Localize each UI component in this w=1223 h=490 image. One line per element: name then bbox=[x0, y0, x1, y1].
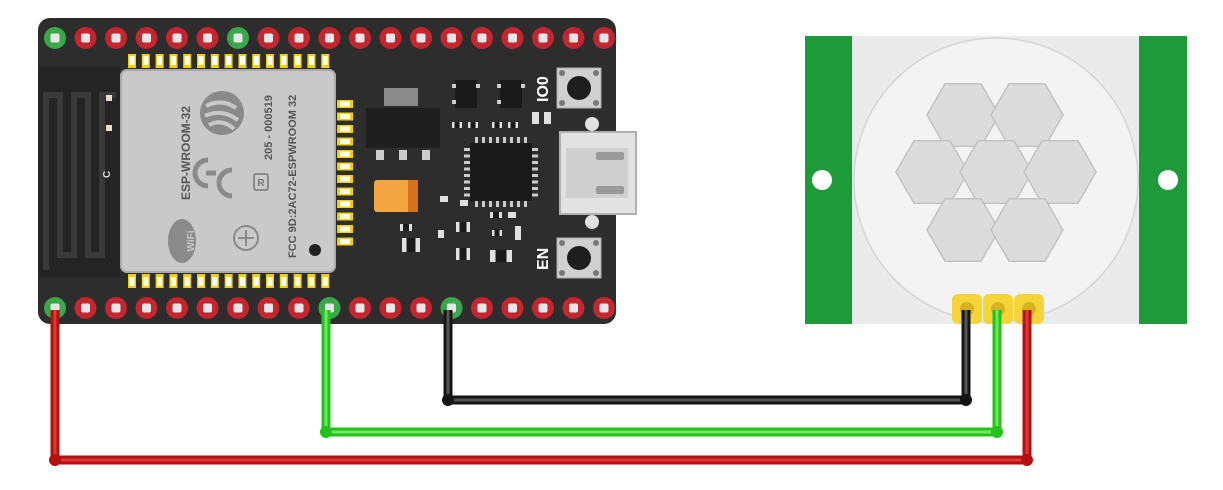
smd-part bbox=[508, 122, 518, 128]
wroom-module: R ESP-WROOM-32 205 - 000519 FCC 9D:2AC72… bbox=[120, 69, 336, 273]
wire-vcc-bend bbox=[49, 454, 61, 466]
header-pin[interactable] bbox=[410, 27, 432, 49]
antenna-trace: C bbox=[38, 66, 120, 278]
voltage-regulator bbox=[366, 88, 440, 160]
fresnel-segment bbox=[990, 198, 1064, 262]
header-pin[interactable] bbox=[318, 27, 341, 49]
smd-part bbox=[456, 222, 470, 232]
smd-part bbox=[402, 238, 420, 252]
header-pin[interactable] bbox=[257, 27, 280, 49]
smd-part bbox=[508, 212, 516, 218]
ce-mark-icon bbox=[192, 157, 233, 199]
header-pin[interactable] bbox=[349, 297, 371, 319]
smd-components bbox=[400, 112, 551, 262]
header-pin[interactable] bbox=[471, 27, 493, 49]
tantalum-capacitor bbox=[374, 180, 418, 212]
header-pin[interactable] bbox=[593, 297, 615, 319]
smd-part bbox=[438, 230, 444, 238]
fresnel-segment bbox=[1023, 140, 1097, 204]
wire-gnd-bend bbox=[960, 394, 972, 406]
header-pin[interactable] bbox=[227, 297, 249, 319]
header-pin[interactable] bbox=[105, 297, 127, 319]
smd-part bbox=[515, 226, 521, 240]
header-pin[interactable] bbox=[501, 297, 524, 319]
smd-part bbox=[452, 122, 462, 128]
compliance-logo-icon bbox=[233, 225, 259, 251]
transistors bbox=[452, 80, 525, 108]
header-pin[interactable] bbox=[532, 297, 554, 319]
top-header-pins bbox=[44, 27, 615, 49]
smd-part bbox=[460, 200, 468, 206]
header-pin[interactable] bbox=[288, 27, 310, 49]
wire-signal-bend bbox=[320, 426, 332, 438]
micro-usb-connector[interactable] bbox=[559, 117, 637, 229]
module-side-pads bbox=[337, 100, 353, 246]
espressif-logo-icon bbox=[200, 91, 244, 135]
smd-part bbox=[490, 212, 502, 218]
en-label: EN bbox=[535, 248, 552, 270]
en-button[interactable] bbox=[556, 237, 602, 279]
header-pin[interactable] bbox=[166, 27, 188, 49]
header-pin[interactable] bbox=[135, 27, 158, 49]
header-pin[interactable] bbox=[593, 27, 615, 49]
header-pin[interactable] bbox=[135, 297, 158, 319]
wire-signal[interactable] bbox=[321, 310, 1002, 437]
usb-uart-chip bbox=[464, 137, 538, 207]
io0-label: IO0 bbox=[535, 76, 552, 102]
smd-part bbox=[400, 224, 412, 231]
fcc-id-label: FCC 9D:2AC72-ESPWROOM 32 bbox=[287, 95, 299, 258]
header-pin[interactable] bbox=[257, 297, 280, 319]
smd-part bbox=[492, 122, 502, 128]
registered-mark: R bbox=[257, 178, 265, 189]
header-pin[interactable] bbox=[501, 27, 524, 49]
header-pin[interactable] bbox=[562, 27, 585, 49]
mounting-hole-left bbox=[812, 170, 832, 190]
header-pin[interactable] bbox=[196, 297, 219, 319]
smd-part bbox=[468, 122, 478, 128]
header-pin[interactable] bbox=[349, 27, 371, 49]
smd-part bbox=[544, 112, 551, 124]
header-pin[interactable] bbox=[440, 27, 463, 49]
header-pin[interactable] bbox=[471, 297, 493, 319]
fresnel-lens bbox=[895, 83, 1097, 262]
header-pin[interactable] bbox=[166, 297, 188, 319]
wire-signal-bend bbox=[991, 426, 1003, 438]
wire-vcc-bend bbox=[1021, 454, 1033, 466]
antenna-mark: C bbox=[102, 171, 113, 178]
module-pads bbox=[128, 54, 330, 288]
wire-gnd-bend bbox=[442, 394, 454, 406]
header-pin[interactable] bbox=[532, 27, 554, 49]
header-pin[interactable] bbox=[379, 297, 402, 319]
header-pin[interactable] bbox=[196, 27, 219, 49]
header-pin[interactable] bbox=[74, 297, 97, 319]
header-pin[interactable] bbox=[410, 297, 432, 319]
mounting-hole-right bbox=[1158, 170, 1178, 190]
header-pin-green[interactable] bbox=[44, 27, 66, 49]
module-id-label: 205 - 000519 bbox=[263, 95, 275, 160]
module-name-label: ESP-WROOM-32 bbox=[179, 106, 193, 200]
header-pin[interactable] bbox=[288, 297, 310, 319]
header-pin-green[interactable] bbox=[227, 27, 249, 49]
wifi-logo-icon: WiFi bbox=[168, 219, 197, 263]
wires bbox=[49, 310, 1033, 466]
wifi-logo-text: WiFi bbox=[186, 230, 197, 251]
header-pin[interactable] bbox=[379, 27, 402, 49]
smd-part bbox=[440, 196, 448, 202]
smd-part bbox=[456, 248, 470, 260]
pin1-dot bbox=[309, 244, 321, 256]
io0-button[interactable] bbox=[556, 67, 602, 109]
pir-sensor bbox=[805, 36, 1187, 324]
wire-vcc[interactable] bbox=[50, 310, 1032, 465]
fresnel-segment bbox=[926, 198, 1000, 262]
esp32-board: C R ESP-WROOM-32 205 - 000519 bbox=[38, 18, 637, 324]
smd-part bbox=[490, 250, 512, 262]
header-pin[interactable] bbox=[105, 27, 127, 49]
smd-part bbox=[532, 112, 539, 124]
smd-part bbox=[492, 230, 502, 236]
header-pin[interactable] bbox=[562, 297, 585, 319]
header-pin[interactable] bbox=[74, 27, 97, 49]
